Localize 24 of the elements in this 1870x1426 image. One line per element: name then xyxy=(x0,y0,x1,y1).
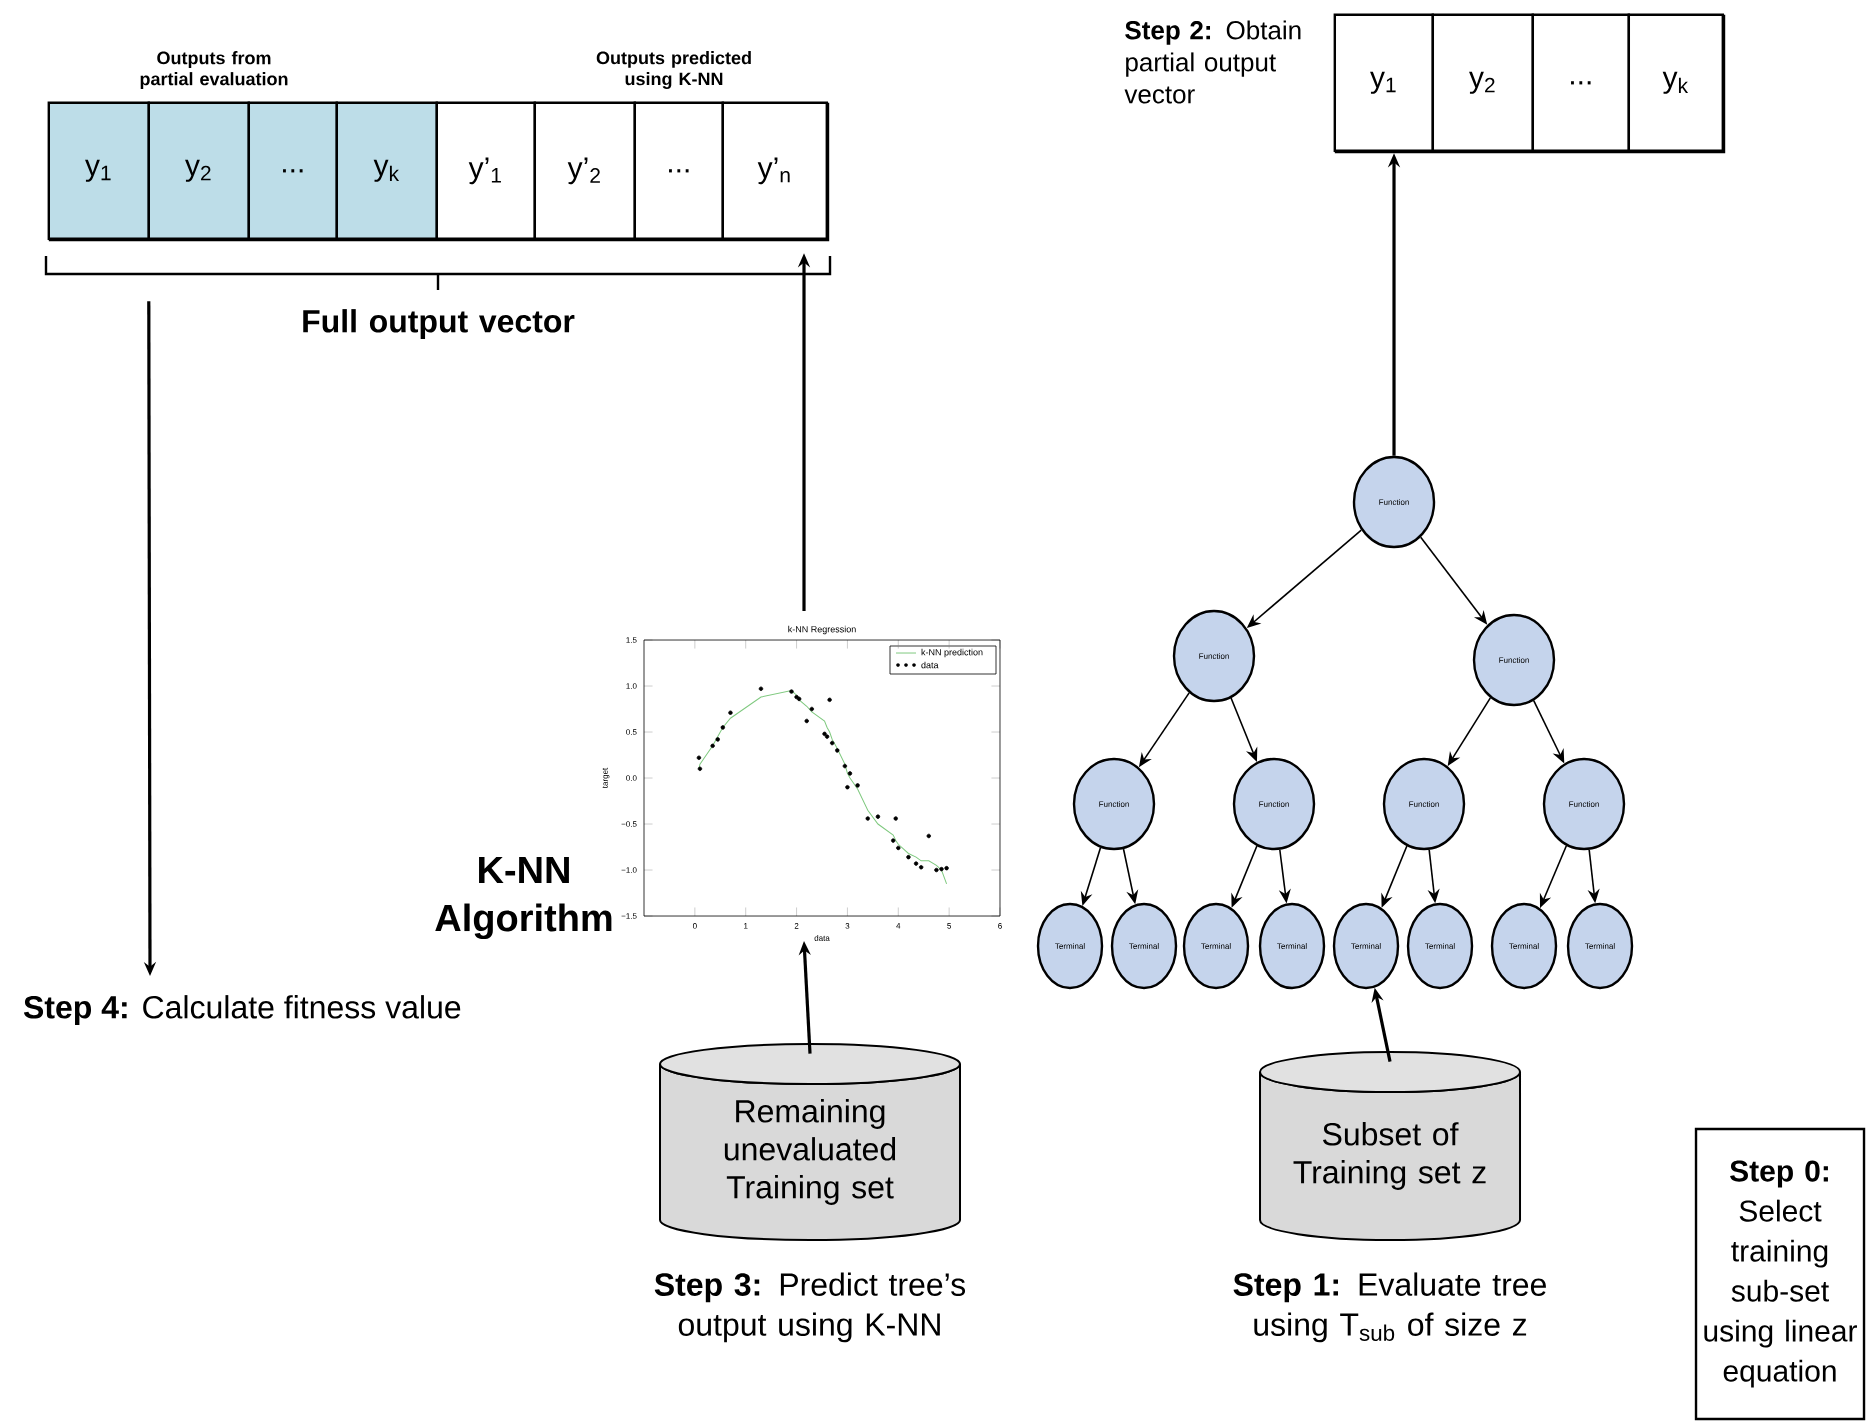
vector-cell: ... xyxy=(1531,13,1630,152)
vector-cell: ... xyxy=(633,101,724,240)
vector-cell: y$_{k}$ xyxy=(1627,13,1724,152)
vector-cell: y$_{2}$ xyxy=(1431,13,1534,152)
line-series xyxy=(698,690,948,885)
vector-cell: y$_{k}$ xyxy=(335,101,438,240)
vector-cell: ... xyxy=(247,101,338,240)
database-cylinder: Remaining unevaluated Training set xyxy=(659,1043,961,1241)
database-cylinder: Subset of Training set z xyxy=(1259,1051,1521,1241)
step-text: Step 4: Calculate fitness value xyxy=(23,995,461,1025)
vector-cell: y$_{2}$ xyxy=(147,101,250,240)
step-text: Step 2: Obtain partial output vector xyxy=(1124,20,1301,104)
vector-label: Full output vector xyxy=(303,309,575,339)
vector-cell: y$_{1}$ xyxy=(47,101,150,240)
algorithm-label: K-NN Algorithm xyxy=(435,856,612,940)
vector-cell: y$_{1}$ xyxy=(1333,13,1434,152)
step-caption: Step 3: Predict tree’s output using K-NN xyxy=(654,1272,966,1343)
vector-cell: y’$_{2}$ xyxy=(533,101,636,240)
vector-cell: y’$_{1}$ xyxy=(435,101,536,240)
group-label: Outputs predicted using K-NN xyxy=(596,51,751,89)
step-caption: Step 1: Evaluate tree using T$_{sub}$ of size z xyxy=(1233,1272,1546,1343)
step-box: Step 0: Select training sub-set using linear equation xyxy=(1694,1127,1866,1421)
vector-cell: y’$_{n}$ xyxy=(721,101,828,240)
group-label: Outputs from partial evaluation xyxy=(140,51,288,89)
